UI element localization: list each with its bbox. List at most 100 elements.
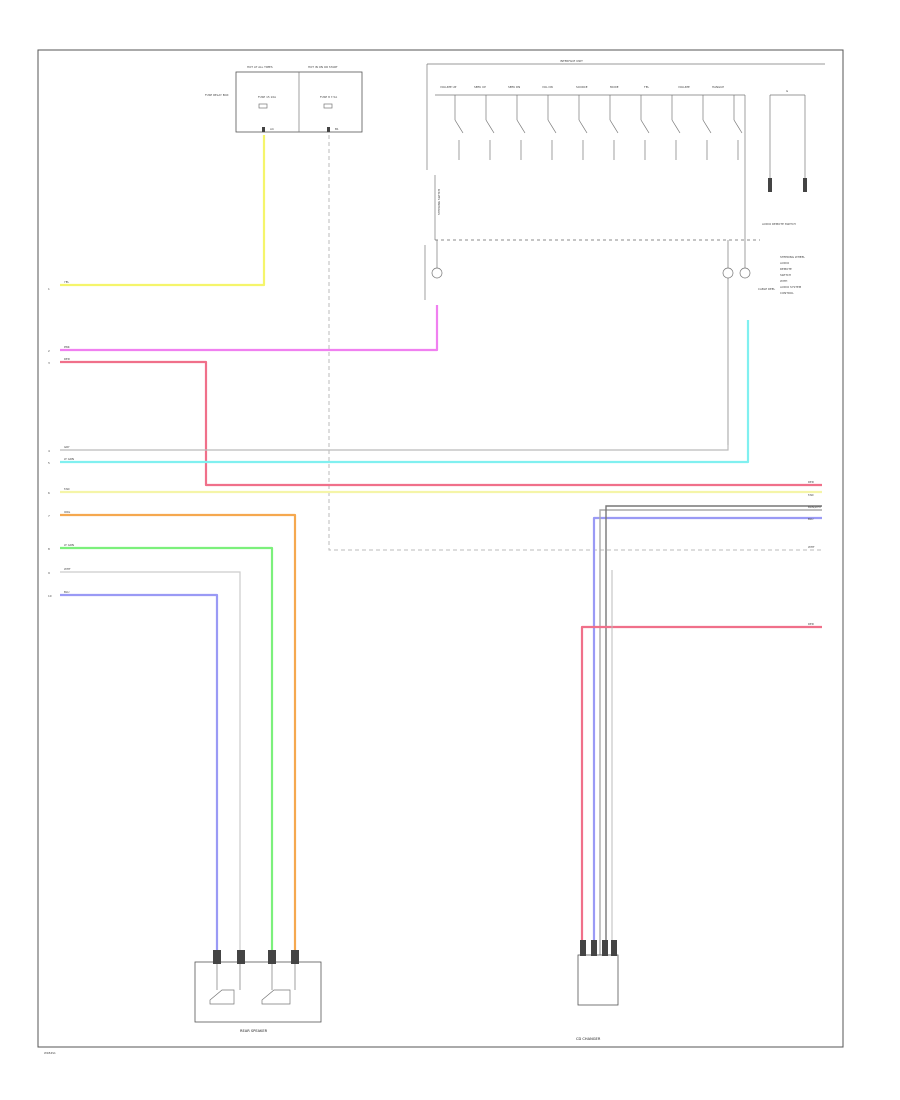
wire-brn-right <box>605 505 822 960</box>
label-blu-right: BLU <box>808 517 813 521</box>
pin-number: 4 <box>48 449 50 453</box>
diagram-frame <box>37 49 844 1048</box>
speaker-cone-left <box>209 989 235 1005</box>
note-line: SWITCH <box>780 273 791 277</box>
cd-changer: CD CHANGER <box>576 940 619 1041</box>
note-line: WITH <box>780 279 787 283</box>
switch-contact-arm <box>485 119 495 134</box>
remote-ground-label: G <box>786 89 788 93</box>
wire-gry-right <box>599 509 822 960</box>
speaker-connector-3 <box>268 950 276 964</box>
label-tan-right: TAN <box>807 493 814 497</box>
cable-reel-symbol-2 <box>739 267 751 279</box>
label-blu: BLU <box>64 590 69 594</box>
wire-org <box>60 513 297 955</box>
note-line: REMOTE <box>780 267 792 271</box>
switch-contact-arm <box>640 119 650 134</box>
label-ltgrn: LT GRN <box>64 457 74 461</box>
remote-switch-label: AUDIO REMOTE SWITCH <box>762 222 796 226</box>
pin-number: 8 <box>48 547 50 551</box>
fuse-pin-2: B1 <box>335 127 339 131</box>
wire-wht <box>60 571 241 955</box>
switch-contact-arm <box>702 119 712 134</box>
switch-labels: VOLUME UP SEEK UP SEEK DN VOL DN SOURCE MODE T… <box>440 85 724 89</box>
switch-contacts <box>454 95 743 160</box>
switch-label: TEL <box>643 85 649 89</box>
fuse-header-left: HOT AT ALL TIMES <box>247 65 273 69</box>
switch-label: SEEK DN <box>508 85 520 89</box>
pin-number: 6 <box>48 491 50 495</box>
switch-label: VOLUME UP <box>440 85 457 89</box>
label-brn-right: BRN/WHT <box>808 505 822 509</box>
fuse-relay-box: HOT AT ALL TIMES HOT IN ON OR START FUSE… <box>205 65 363 133</box>
note-line: STEERING WHEEL <box>780 255 805 259</box>
fuse-box-side-label: FUSE RELAY BOX <box>205 93 229 97</box>
label-red: RED <box>64 357 70 361</box>
label-tan: TAN <box>63 487 70 491</box>
switch-contact-arm <box>454 119 464 134</box>
wire-red-right <box>580 625 822 960</box>
switch-label: HANGUP <box>712 85 724 89</box>
switch-label: SEEK UP <box>474 85 486 89</box>
switch-contact-arm <box>733 119 743 134</box>
pin-number: 3 <box>48 361 50 365</box>
rear-speaker-box <box>194 961 322 1023</box>
label-wht-right: WHT <box>808 545 815 549</box>
remote-note: STEERING WHEELAUDIOREMOTESWITCHWITHAUDIO… <box>780 255 805 295</box>
switch-label: VOL DN <box>542 85 553 89</box>
switch-label: VOLUME <box>678 85 690 89</box>
cd-connector-3 <box>602 940 608 956</box>
switch-contact-arm <box>578 119 588 134</box>
wire-red <box>60 360 822 487</box>
speaker-connector-1 <box>213 950 221 964</box>
rear-speaker-label: REAR SPEAKER <box>240 1029 268 1033</box>
fuse-connector-2 <box>327 127 330 132</box>
cable-reel-symbol-3 <box>431 267 443 279</box>
remote-connector-1 <box>768 178 772 192</box>
label-gry: GRY <box>64 445 70 449</box>
speaker-connector-2 <box>237 950 245 964</box>
note-line: AUDIO <box>780 261 790 265</box>
rear-speaker: REAR SPEAKER <box>194 950 322 1033</box>
fuse-pin-1: A4 <box>270 127 274 131</box>
label-red-right: RED <box>808 480 814 484</box>
fuse-symbol-1 <box>258 103 268 109</box>
fuse-connector-1 <box>262 127 265 132</box>
pin-number: 2 <box>48 349 50 353</box>
wire-blu-right <box>592 516 822 960</box>
switch-label: MODE <box>610 85 619 89</box>
speaker-cone-right <box>261 989 291 1005</box>
cable-reel-symbol-1 <box>722 267 734 279</box>
note-line: CONTROL <box>780 291 794 295</box>
label-yel: YEL <box>64 280 69 284</box>
wire-ltgrn-cyan <box>60 320 750 464</box>
switch-contact-arm <box>671 119 681 134</box>
pin-number: 10 <box>48 594 52 598</box>
wire-ltgrn-green <box>60 546 274 955</box>
switch-label: SOURCE <box>576 85 588 89</box>
label-wht: WHT <box>64 567 71 571</box>
wire-yel-fuse <box>60 135 266 287</box>
interface-unit: INTERFACE UNIT STEERING SWITCH VOLUME UP… <box>424 59 825 445</box>
fuse-header-right: HOT IN ON OR START <box>308 65 338 69</box>
cd-changer-box <box>577 954 619 1006</box>
remote-connector-2 <box>803 178 807 192</box>
label-org: ORG <box>64 510 70 514</box>
pin-number: 5 <box>48 461 50 465</box>
footer-code: W1B4S1 <box>44 1051 56 1055</box>
wire-gry-dashed <box>328 135 822 551</box>
pin-number: 1 <box>48 287 50 291</box>
switch-contact-arm <box>609 119 619 134</box>
wire-blu <box>60 593 219 955</box>
wire-pnk <box>60 305 439 352</box>
wire-gry <box>60 445 729 451</box>
fuse-label-1: FUSE 15 10A <box>258 95 276 99</box>
pin-number: 7 <box>48 514 50 518</box>
cd-changer-label: CD CHANGER <box>576 1037 601 1041</box>
cable-reel-label: CABLE REEL <box>758 287 775 291</box>
fuse-symbol-2 <box>323 103 333 109</box>
cd-connector-2 <box>591 940 597 956</box>
cd-connector-4 <box>611 940 617 956</box>
